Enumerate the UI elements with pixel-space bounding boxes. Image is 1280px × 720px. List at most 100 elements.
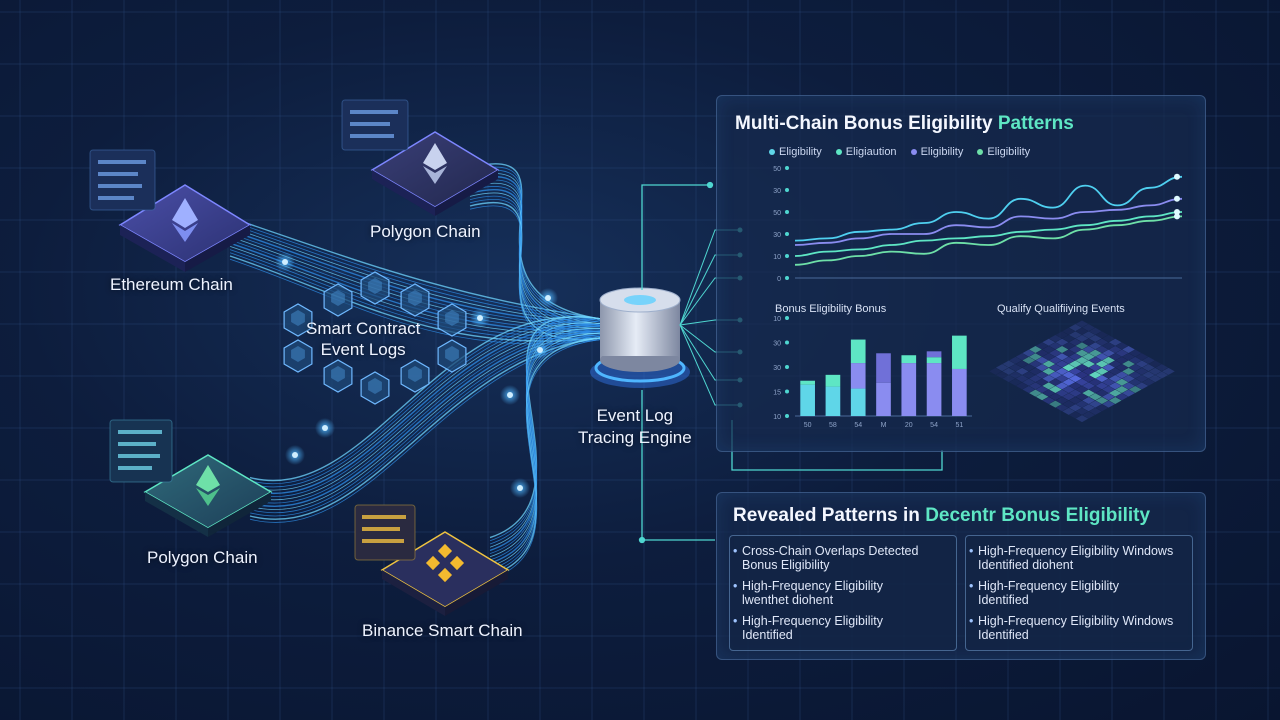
heatmap-cell xyxy=(1022,356,1036,364)
heatmap-cell xyxy=(1069,382,1082,390)
heatmap-title: Qualify Qualifiiying Events xyxy=(997,303,1125,315)
heatmap-cell xyxy=(1082,375,1095,383)
heatmap-cell xyxy=(1075,386,1089,394)
ytick-dot xyxy=(785,389,789,394)
heatmap-cell xyxy=(1128,378,1142,386)
heatmap-cell xyxy=(1069,367,1082,375)
heatmap-cell xyxy=(1102,393,1115,401)
ytick-dot xyxy=(785,316,789,320)
heatmap-cell xyxy=(1055,389,1069,397)
ytick-dot xyxy=(785,166,789,170)
pattern-item-line1: High-Frequency Eligibility Windows xyxy=(978,614,1174,628)
patterns-panel-title: Revealed Patterns in Decentr Bonus Eligi… xyxy=(733,505,1151,526)
bar-segment xyxy=(901,355,917,364)
heatmap-cell xyxy=(1089,349,1102,357)
ethereum-chain-label: Ethereum Chain xyxy=(110,275,233,294)
heatmap-cell xyxy=(1089,356,1102,364)
bar-xtick: 50 xyxy=(804,422,812,429)
bar-segment xyxy=(825,386,841,416)
polygon-chain-label-bottom: Polygon Chain xyxy=(147,548,258,567)
bar-segment xyxy=(800,384,815,416)
heatmap-cell xyxy=(1082,338,1095,346)
ytick-dot xyxy=(785,254,789,258)
heatmap-cell xyxy=(1089,400,1102,408)
heatmap-cell xyxy=(1055,375,1069,383)
legend-item: Eligiaution xyxy=(835,146,897,158)
heatmap-cell xyxy=(1082,324,1095,332)
heatmap-cell xyxy=(1042,353,1056,361)
heatmap-cell xyxy=(1035,393,1049,401)
heatmap-cell xyxy=(1095,360,1109,368)
legend-label: Eligibility xyxy=(920,146,964,158)
heatmap-cell xyxy=(1062,371,1075,379)
heatmap-cell xyxy=(1055,367,1069,375)
heatmap-cell xyxy=(1029,360,1042,368)
heatmap-cell xyxy=(1069,396,1082,404)
heatmap-cell xyxy=(1148,375,1162,383)
revealed-patterns-panel: Revealed Patterns in Decentr Bonus Eligi… xyxy=(716,492,1206,660)
bar-segment xyxy=(926,351,942,358)
heatmap-cell xyxy=(1082,353,1095,361)
heatmap-cell xyxy=(1075,371,1089,379)
heatmap-cell xyxy=(1042,360,1056,368)
heatmap-cell xyxy=(1049,364,1062,372)
patterns-right-box: High-Frequency Eligibility Windows Identi… xyxy=(965,535,1193,651)
line-series xyxy=(794,197,1183,246)
heatmap-cell xyxy=(1089,378,1102,386)
heatmap-cell xyxy=(1142,371,1155,379)
heatmap-cell xyxy=(1148,367,1162,375)
heatmap-cell xyxy=(1115,378,1129,386)
qualifying-events-heatmap xyxy=(989,320,1175,423)
bar-xtick: 58 xyxy=(829,422,837,429)
heatmap-cell xyxy=(1115,342,1129,350)
heatmap-cell xyxy=(1062,335,1075,343)
bar-segment xyxy=(876,353,891,383)
heatmap-cell xyxy=(1089,335,1102,343)
heatmap-cell xyxy=(1022,349,1036,357)
bar-ytick: 10 xyxy=(773,316,781,323)
ytick-dot xyxy=(785,232,789,236)
heatmap-cell xyxy=(1069,331,1082,339)
line-ytick: 30 xyxy=(773,232,781,239)
ethereum-chain-block xyxy=(89,149,252,272)
heatmap-cell xyxy=(1115,386,1129,394)
heatmap-cell xyxy=(1108,396,1122,404)
heatmap-cell xyxy=(1055,382,1069,390)
bar-segment xyxy=(926,363,942,416)
heatmap-cell xyxy=(1035,342,1049,350)
heatmap-cell xyxy=(1102,342,1115,350)
heatmap-cell xyxy=(1062,327,1075,335)
heatmap-cell xyxy=(1148,360,1162,368)
heatmap-cell xyxy=(1062,386,1075,394)
heatmap-cell xyxy=(1095,375,1109,383)
heatmap-cell xyxy=(1049,378,1062,386)
heatmap-cell xyxy=(1122,345,1135,353)
polygon-chain-block-bottom xyxy=(109,419,273,537)
legend-label: Eligiaution xyxy=(845,146,897,158)
heatmap-cell xyxy=(1089,407,1102,415)
heatmap-cell xyxy=(1042,382,1056,390)
ethereum-diamond-icon xyxy=(172,198,198,242)
line-end-point xyxy=(1174,173,1180,180)
data-flow-lines xyxy=(229,163,601,580)
heatmap-cell xyxy=(1135,360,1149,368)
heatmap-cell xyxy=(1042,345,1056,353)
pattern-item: High-Frequency Eligibility WindowsIdenti… xyxy=(969,544,1173,572)
heatmap-cell xyxy=(989,367,1002,375)
heatmap-cell xyxy=(1069,324,1082,332)
heatmap-cell xyxy=(1102,400,1115,408)
heatmap-cell xyxy=(1049,400,1062,408)
heatmap-cell xyxy=(1108,389,1122,397)
heatmap-cell xyxy=(995,364,1009,372)
heatmap-cell xyxy=(1049,335,1062,343)
heatmap-cell xyxy=(1069,404,1082,412)
heatmap-cell xyxy=(1062,378,1075,386)
pattern-item-line2: Identified xyxy=(978,593,1029,607)
legend-swatch xyxy=(977,149,984,156)
line-ytick: 10 xyxy=(773,254,781,261)
bar-segment xyxy=(800,380,815,385)
heatmap-cell xyxy=(1128,386,1142,394)
